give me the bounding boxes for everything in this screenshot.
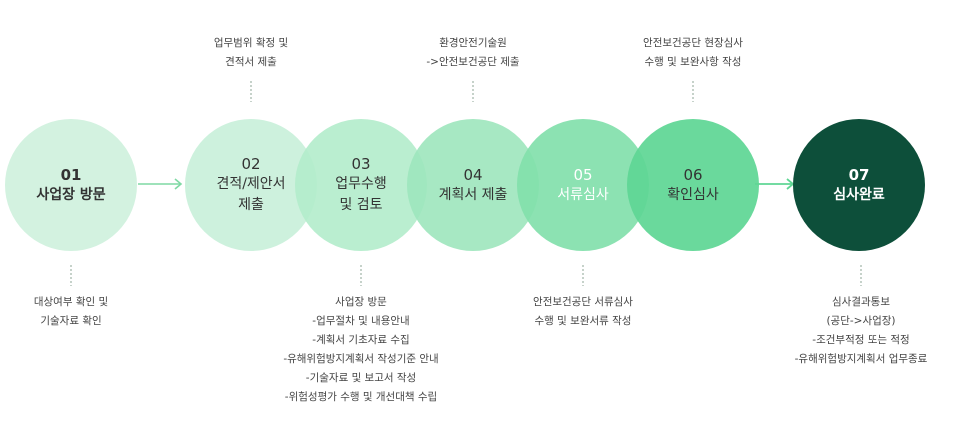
note-line: 환경안전기술원 [439, 37, 507, 49]
note-line: 대상여부 확인 및 [33, 296, 109, 308]
arrow-01-02 [138, 178, 183, 190]
note-line: ->안전보건공단 제출 [426, 56, 520, 68]
note-line: -기술자료 및 보고서 작성 [305, 372, 417, 384]
note-line: (공단->사업장) [826, 315, 896, 327]
note-step-02: 업무범위 확정 및 견적서 제출 [151, 34, 351, 72]
note-step-01: 대상여부 확인 및 기술자료 확인 [0, 293, 171, 331]
step-number: 07 [848, 165, 870, 184]
step-label: 계획서 제출 [438, 186, 508, 203]
dotted-connector [472, 80, 474, 102]
step-number: 01 [60, 165, 82, 184]
note-line: 수행 및 보완사항 작성 [644, 56, 742, 68]
note-line: 심사결과통보 [832, 296, 890, 308]
arrow-head [174, 178, 183, 190]
note-step-05: 안전보건공단 서류심사 수행 및 보완서류 작성 [483, 293, 683, 331]
step-01-circle: 01 사업장 방문 [5, 119, 137, 251]
note-line: -업무절차 및 내용안내 [312, 315, 410, 327]
note-line: -위험성평가 수행 및 개선대책 수립 [284, 391, 438, 403]
dotted-connector [70, 264, 72, 286]
note-step-04: 환경안전기술원 ->안전보건공단 제출 [373, 34, 573, 72]
dotted-connector [692, 80, 694, 102]
note-step-06: 안전보건공단 현장심사 수행 및 보완사항 작성 [593, 34, 793, 72]
step-label: 확인심사 [667, 186, 719, 203]
note-line: 안전보건공단 서류심사 [533, 296, 633, 308]
note-line: -유해위험방지계획서 작성기준 안내 [283, 353, 439, 365]
note-line: -조건부적정 또는 적정 [812, 334, 910, 346]
dotted-connector [860, 264, 862, 286]
step-number: 05 [573, 165, 593, 184]
note-line: 업무범위 확정 및 [213, 37, 289, 49]
step-label: 심사완료 [833, 186, 885, 203]
step-number: 04 [463, 165, 483, 184]
note-step-07: 심사결과통보 (공단->사업장) -조건부적정 또는 적정 -유해위험방지계획서… [761, 293, 961, 369]
note-line: 견적서 제출 [225, 56, 277, 68]
note-step-03: 사업장 방문 -업무절차 및 내용안내 -계획서 기초자료 수집 -유해위험방지… [261, 293, 461, 407]
note-line: -유해위험방지계획서 업무종료 [794, 353, 928, 365]
step-03-circle: 03 업무수행 및 검토 [295, 119, 427, 251]
note-line: -계획서 기초자료 수집 [312, 334, 410, 346]
step-number: 06 [683, 165, 703, 184]
dotted-connector [250, 80, 252, 102]
note-line: 사업장 방문 [335, 296, 387, 308]
note-line: 수행 및 보완서류 작성 [534, 315, 632, 327]
step-label: 업무수행 및 검토 [335, 176, 387, 213]
note-line: 안전보건공단 현장심사 [643, 37, 743, 49]
step-number: 03 [351, 155, 371, 173]
arrow-06-07 [755, 178, 795, 190]
step-number: 02 [241, 155, 261, 173]
dotted-connector [360, 264, 362, 286]
step-label: 견적/제안서 제출 [216, 176, 286, 213]
dotted-connector [582, 264, 584, 286]
step-06-circle: 06 확인심사 [627, 119, 759, 251]
note-line: 기술자료 확인 [40, 315, 102, 327]
step-label: 서류심사 [557, 186, 609, 203]
step-07-circle: 07 심사완료 [793, 119, 925, 251]
step-label: 사업장 방문 [36, 186, 106, 203]
